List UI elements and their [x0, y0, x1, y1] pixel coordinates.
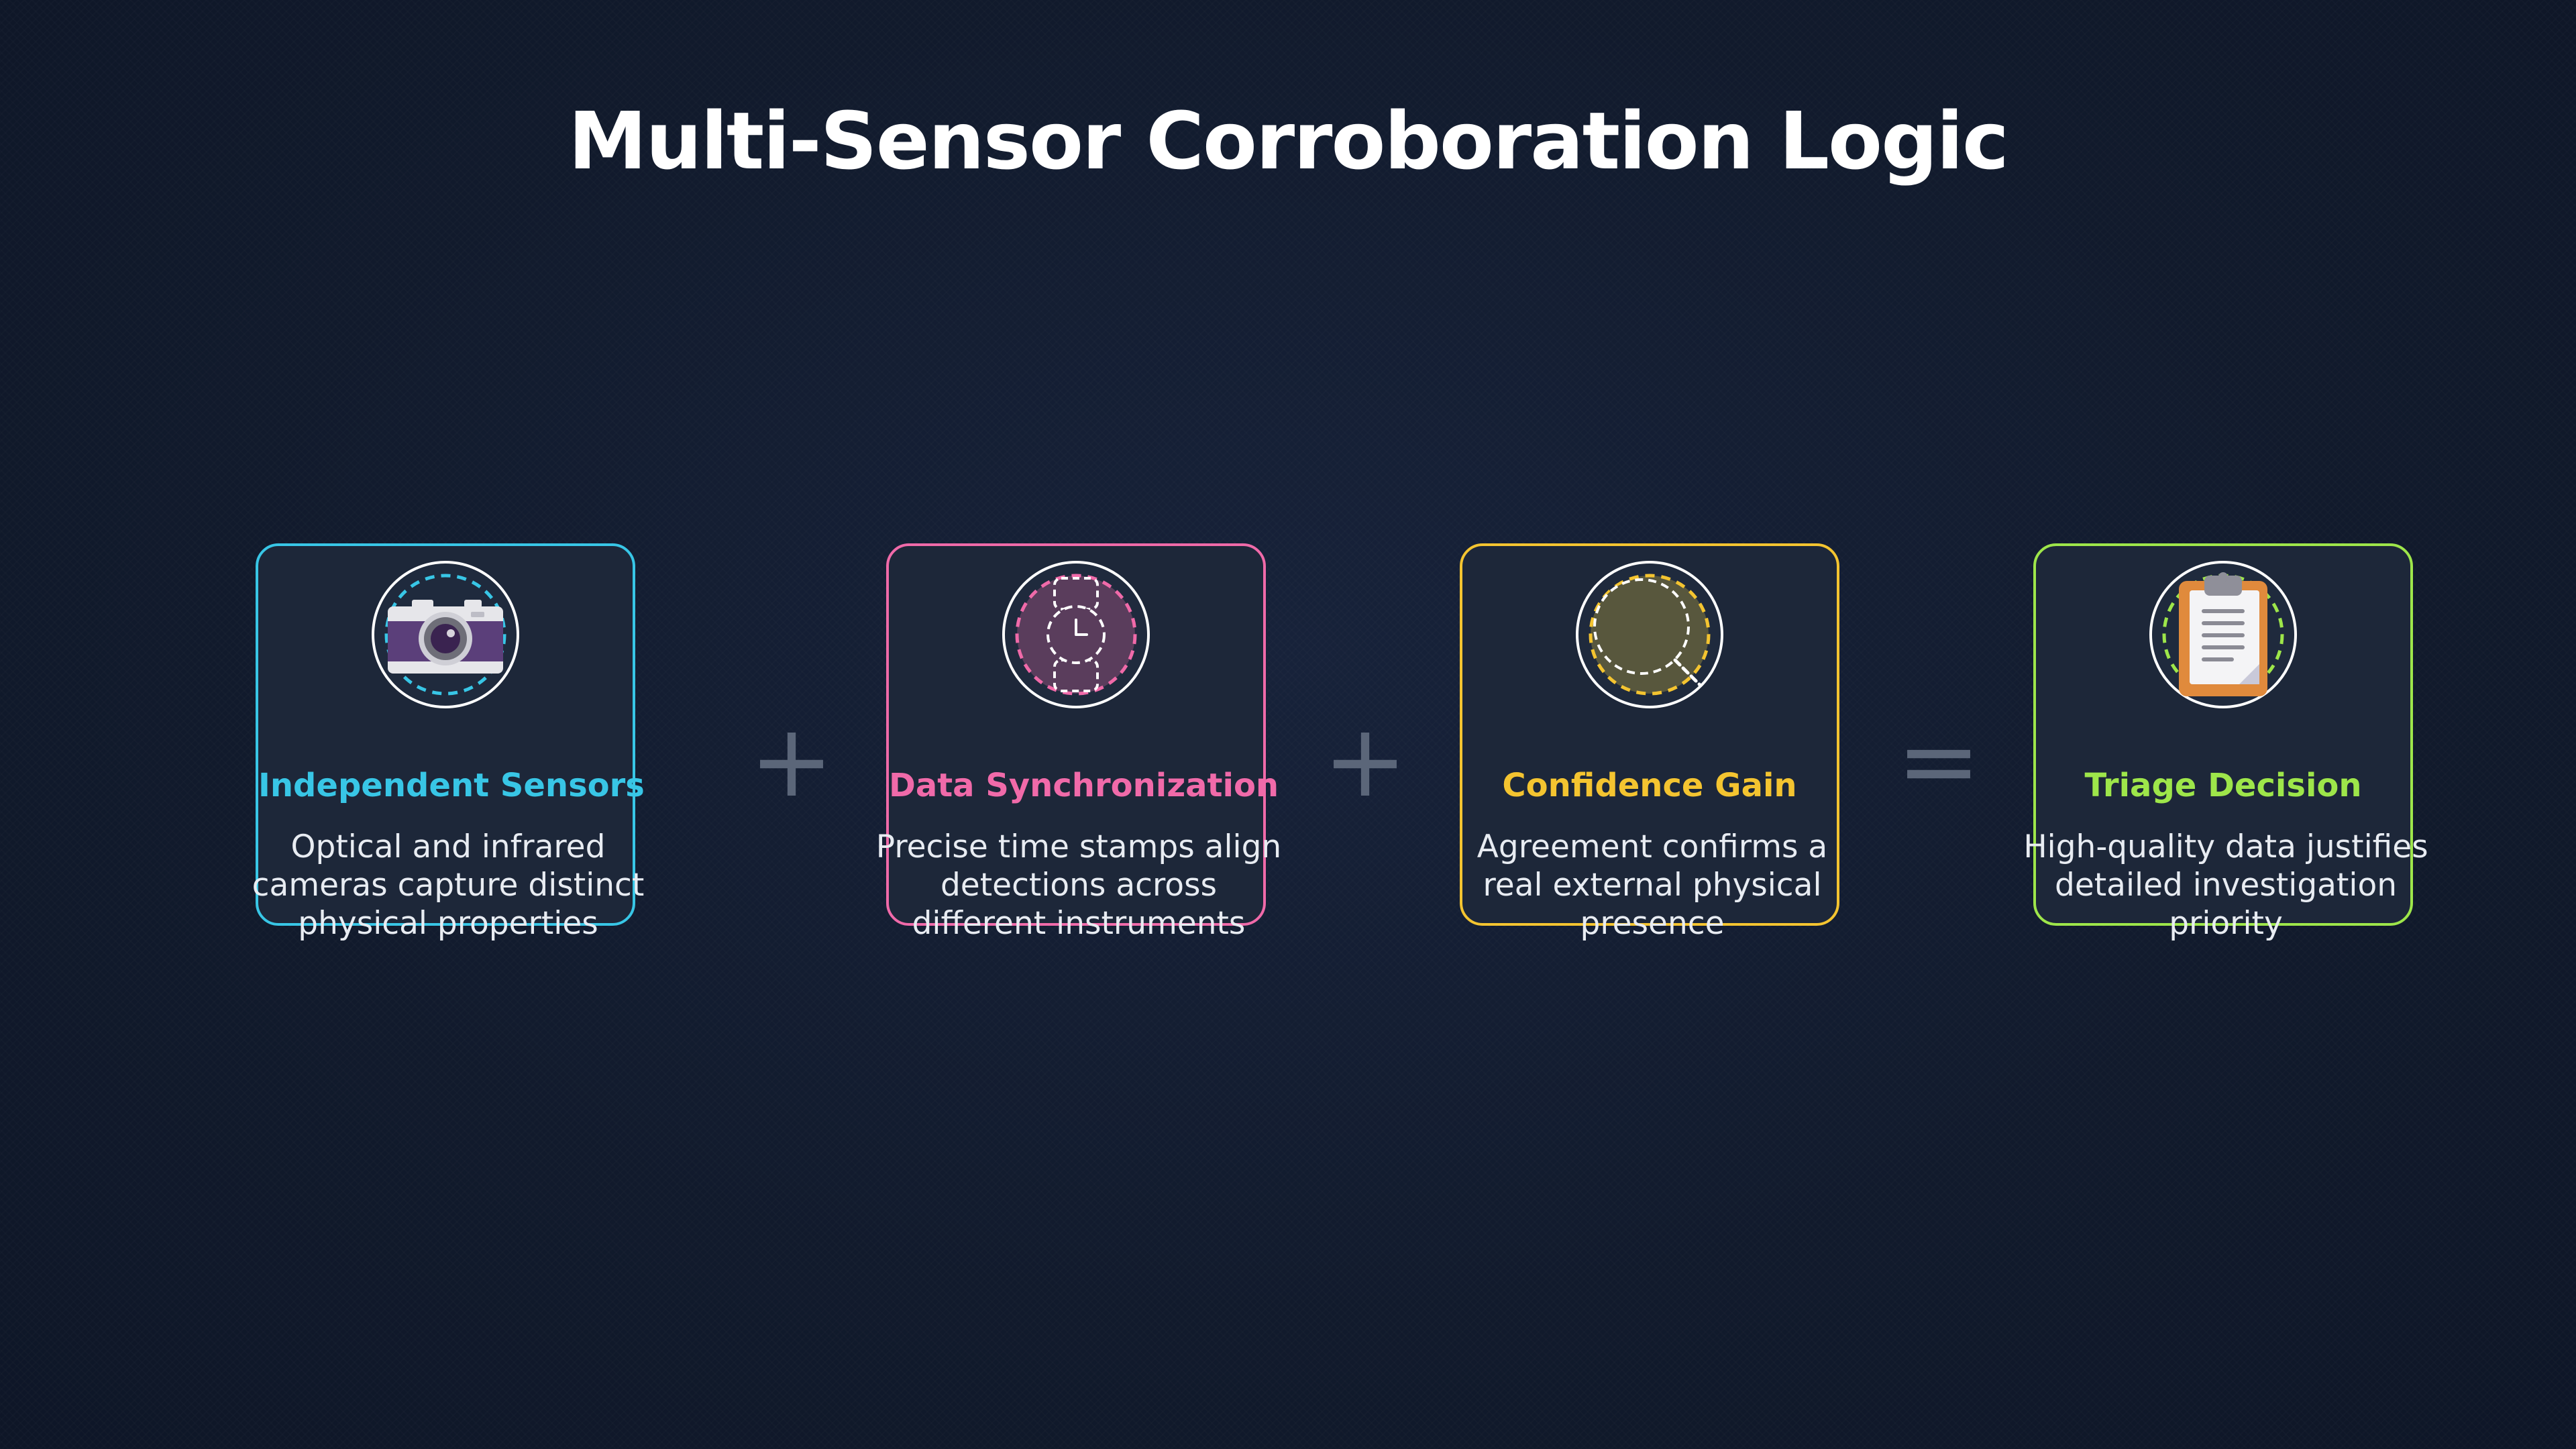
- camera-icon: [370, 559, 521, 710]
- watch-icon: [1001, 559, 1151, 710]
- card-data-synchronization: Data Synchronization Precise time stamps…: [876, 543, 1281, 942]
- card-description: Optical and infrared cameras capture dis…: [252, 828, 645, 942]
- card-description: Precise time stamps align detections acr…: [875, 828, 1282, 942]
- card-triage-decision: Triage Decision High-quality data justif…: [2023, 543, 2428, 942]
- card-title: Data Synchronization: [889, 767, 1279, 804]
- card-description: High-quality data justifies detailed inv…: [2023, 828, 2428, 942]
- page-title: Multi-Sensor Corroboration Logic: [568, 95, 2009, 187]
- card-title: Confidence Gain: [1502, 767, 1797, 804]
- plus-operator: +: [749, 703, 834, 820]
- plus-operator: +: [1323, 703, 1407, 820]
- card-description: Agreement confirms a real external physi…: [1477, 828, 1828, 942]
- clipboard-icon: [2148, 559, 2298, 710]
- card-title: Triage Decision: [2084, 767, 2362, 804]
- card-confidence-gain: Confidence Gain Agreement confirms a rea…: [1460, 543, 1839, 942]
- card-title: Independent Sensors: [258, 767, 645, 804]
- equals-operator: =: [1896, 703, 1981, 820]
- card-independent-sensors: Independent Sensors Optical and infrared…: [252, 543, 645, 942]
- magnifier-icon: [1574, 559, 1725, 710]
